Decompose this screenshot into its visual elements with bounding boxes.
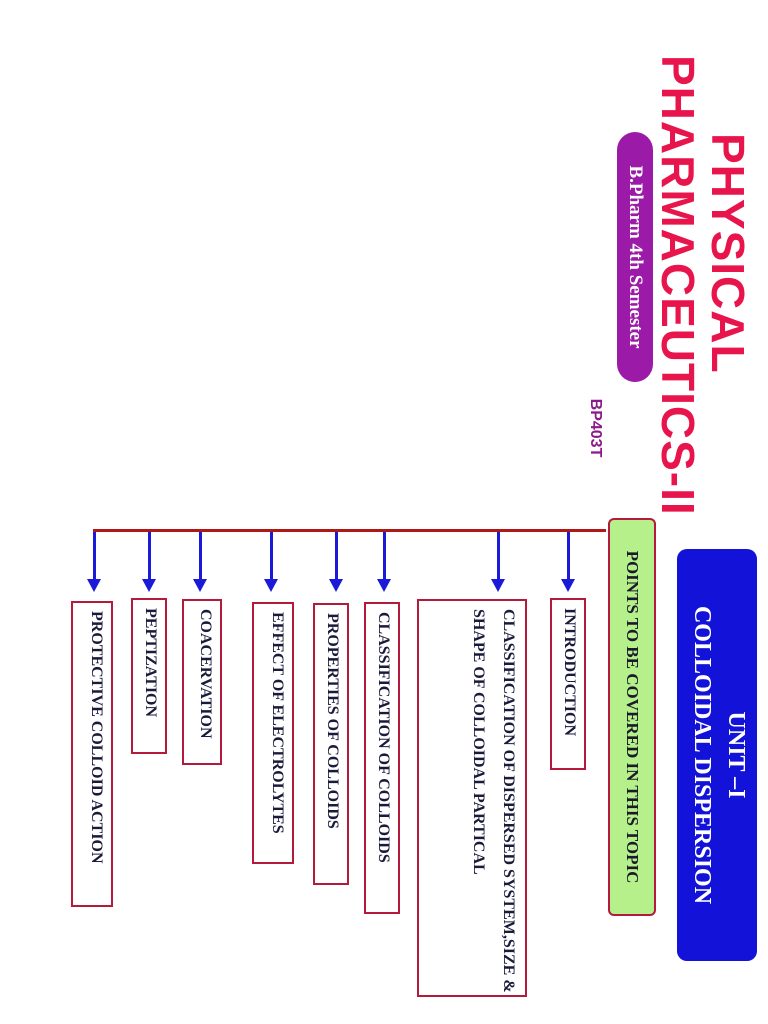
topic-box-properties: PROPERTIES OF COLLOIDS	[313, 603, 349, 885]
arrow-down-icon	[142, 579, 156, 592]
arrow-down-icon	[193, 579, 207, 592]
topic-box-coacervation: COACERVATION	[182, 599, 222, 765]
arrow-shaft-coacervation	[199, 532, 202, 579]
course-code: BP403T	[587, 398, 604, 458]
arrow-down-icon	[561, 579, 575, 592]
arrow-down-icon	[87, 579, 101, 592]
unit-number: UNIT –I	[723, 711, 749, 799]
arrow-down-icon	[264, 579, 278, 592]
arrow-shaft-classification-dispersed	[497, 532, 500, 579]
unit-topic: COLLOIDAL DISPERSION	[689, 605, 715, 905]
arrow-shaft-properties	[335, 532, 338, 579]
arrow-shaft-classification-colloids	[383, 532, 386, 579]
arrow-shaft-protective	[93, 532, 96, 579]
topic-box-protective: PROTECTIVE COLLOID ACTION	[71, 601, 113, 907]
semester-badge: B.Pharm 4th Semester	[617, 132, 653, 382]
arrow-shaft-electrolytes	[270, 532, 273, 579]
unit-title-box: UNIT –I COLLOIDAL DISPERSION	[677, 549, 757, 961]
topic-box-classification-colloids: CLASSIFICATION OF COLLOIDS	[364, 602, 400, 914]
arrow-shaft-peptization	[148, 532, 151, 579]
arrow-down-icon	[377, 579, 391, 592]
points-heading-box: POINTS TO BE COVERED IN THIS TOPIC	[608, 518, 656, 916]
topic-box-classification-dispersed: CLASSIFICATION OF DISPERSED SYSTEM,SIZE …	[417, 599, 527, 997]
title-line1: PHYSICAL	[702, 133, 754, 374]
arrow-down-icon	[329, 579, 343, 592]
arrow-down-icon	[491, 579, 505, 592]
arrow-shaft-introduction	[567, 532, 570, 579]
topic-box-introduction: INTRODUCTION	[550, 598, 586, 770]
title-line2: PHARMACEUTICS-II	[652, 55, 704, 516]
topic-box-electrolytes: EFFECT OF ELECTROLYTES	[252, 602, 294, 864]
connector-line	[93, 529, 606, 532]
topic-box-peptization: PEPTIZATION	[131, 598, 167, 754]
